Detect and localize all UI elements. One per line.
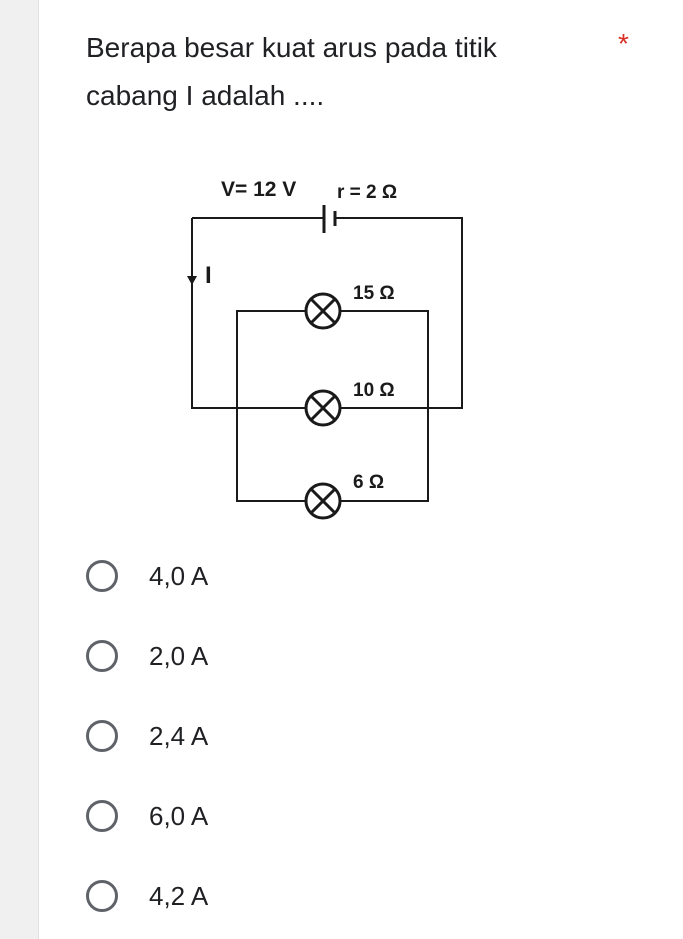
internal-resistance-label: r = 2 Ω	[337, 182, 397, 203]
required-asterisk: *	[618, 28, 629, 59]
option-label: 4,2 A	[149, 880, 209, 911]
current-arrow-head	[187, 276, 197, 285]
lamp-label-15: 15 Ω	[353, 283, 395, 304]
option-5[interactable]: 4,2 A	[86, 872, 486, 920]
option-label: 4,0 A	[149, 560, 209, 591]
option-label: 2,4 A	[149, 720, 209, 751]
radio-button[interactable]	[86, 560, 118, 592]
option-label: 2,0 A	[149, 640, 209, 671]
option-1[interactable]: 4,0 A	[86, 552, 486, 600]
circuit-svg: V= 12 V r = 2 Ω I 15 Ω 10 Ω 6 Ω	[187, 178, 463, 520]
option-4[interactable]: 6,0 A	[86, 792, 486, 840]
question-text: Berapa besar kuat arus pada titik cabang…	[86, 32, 497, 111]
radio-button[interactable]	[86, 720, 118, 752]
lamp-label-10: 10 Ω	[353, 380, 395, 401]
lamp-15-icon	[304, 292, 342, 330]
lamp-10-icon	[304, 389, 342, 427]
radio-button[interactable]	[86, 640, 118, 672]
circuit-diagram: V= 12 V r = 2 Ω I 15 Ω 10 Ω 6 Ω	[183, 168, 473, 530]
radio-button[interactable]	[86, 880, 118, 912]
lamp-label-6: 6 Ω	[353, 472, 384, 493]
option-2[interactable]: 2,0 A	[86, 632, 486, 680]
current-label: I	[205, 262, 212, 289]
question-card	[38, 0, 683, 939]
option-label: 6,0 A	[149, 800, 209, 831]
voltage-label: V= 12 V	[221, 178, 296, 201]
option-3[interactable]: 2,4 A	[86, 712, 486, 760]
lamp-6-icon	[304, 482, 342, 520]
radio-button[interactable]	[86, 800, 118, 832]
wire-outer-loop	[191, 217, 463, 409]
